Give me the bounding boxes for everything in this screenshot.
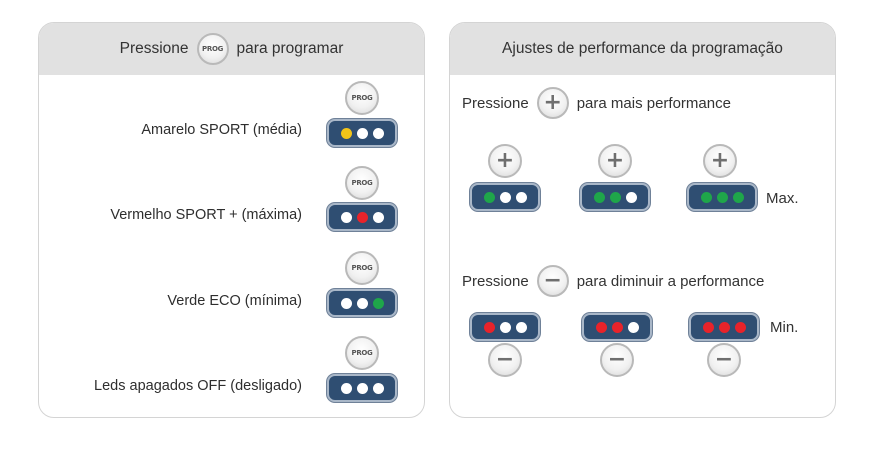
max-label: Max. [766,190,799,207]
led-red [611,321,623,333]
led-white [372,382,384,394]
mode-label-sport: Amarelo SPORT (média) [141,122,302,138]
led-white [356,297,368,309]
minus-button[interactable]: − [707,343,741,377]
performance-panel-header: Ajustes de performance da programação [450,23,835,75]
programming-panel-header: Pressione PROG para programar [39,23,424,75]
mode-label-sport-plus: Vermelho SPORT + (máxima) [110,207,302,223]
led-indicator-bar [327,119,397,147]
led-green [700,191,712,203]
led-indicator-bar [582,313,652,341]
decrease-text-after: para diminuir a performance [576,272,765,290]
led-white [356,382,368,394]
plus-button[interactable]: + [488,144,522,178]
led-white [340,297,352,309]
minus-icon: − [536,265,569,297]
performance-header-text: Ajustes de performance da programação [502,40,783,57]
plus-button[interactable]: + [703,144,737,178]
prog-button[interactable]: PROG [345,336,379,370]
led-indicator-bar [327,374,397,402]
decrease-instruction: Pressione − para diminuir a performance [462,265,764,297]
led-white [340,382,352,394]
led-green [593,191,605,203]
prog-button-icon: PROG [196,33,229,65]
led-indicator-bar [580,183,650,211]
led-green [483,191,495,203]
led-red [718,321,730,333]
increase-instruction: Pressione + para mais performance [462,87,731,119]
led-indicator-bar [470,183,540,211]
led-white [372,127,384,139]
led-green [372,297,384,309]
mode-label-eco: Verde ECO (mínima) [167,293,302,309]
led-white [625,191,637,203]
led-green [732,191,744,203]
led-white [372,211,384,223]
led-white [356,127,368,139]
prog-button[interactable]: PROG [345,166,379,200]
led-red [702,321,714,333]
plus-button[interactable]: + [598,144,632,178]
decrease-text-before: Pressione [462,272,529,290]
led-indicator-bar [327,289,397,317]
plus-icon: + [536,87,569,119]
led-indicator-bar [470,313,540,341]
header-text-after: para programar [236,40,344,57]
prog-button[interactable]: PROG [345,251,379,285]
led-red [595,321,607,333]
min-label: Min. [770,319,799,336]
header-text-before: Pressione [119,40,189,57]
led-indicator-bar [689,313,759,341]
performance-panel: Ajustes de performance da programação Pr… [449,22,836,418]
led-yellow [340,127,352,139]
increase-text-after: para mais performance [576,94,731,112]
programming-panel: Pressione PROG para programar PROG Amare… [38,22,425,418]
led-red [483,321,495,333]
minus-button[interactable]: − [600,343,634,377]
led-white [340,211,352,223]
led-red [734,321,746,333]
led-green [716,191,728,203]
minus-button[interactable]: − [488,343,522,377]
led-white [515,321,527,333]
increase-text-before: Pressione [462,94,529,112]
led-white [515,191,527,203]
led-white [627,321,639,333]
prog-button[interactable]: PROG [345,81,379,115]
mode-label-off: Leds apagados OFF (desligado) [94,378,302,394]
led-indicator-bar [327,203,397,231]
led-red [356,211,368,223]
led-green [609,191,621,203]
led-white [499,321,511,333]
led-indicator-bar [687,183,757,211]
led-white [499,191,511,203]
